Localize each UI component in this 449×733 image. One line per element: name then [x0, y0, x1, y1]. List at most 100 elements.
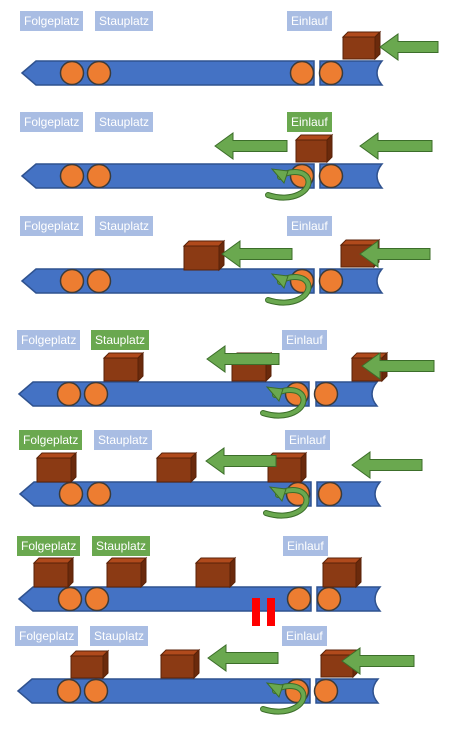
label-folgeplatz: Folgeplatz [17, 330, 81, 350]
roller [83, 381, 109, 407]
label-folgeplatz: Folgeplatz [17, 536, 81, 556]
label-stauplatz: Stauplatz [90, 626, 149, 646]
roller [56, 678, 82, 704]
roller [289, 60, 315, 86]
box-top [102, 352, 145, 359]
arrow-left-icon [207, 644, 279, 672]
roller [83, 678, 109, 704]
box [106, 562, 142, 588]
label-stauplatz: Stauplatz [92, 536, 151, 556]
label-einlauf: Einlauf [283, 536, 328, 556]
box-top [105, 557, 148, 564]
stop-bar [267, 598, 275, 626]
turn-arrow-head [270, 273, 289, 289]
box-side [229, 556, 236, 589]
box [160, 654, 195, 679]
label-stauplatz: Stauplatz [95, 112, 154, 132]
box-top [182, 240, 226, 247]
label-folgeplatz: Folgeplatz [20, 11, 84, 31]
box [342, 36, 376, 60]
box [295, 139, 328, 163]
arrow-left-icon [341, 647, 415, 675]
roller [58, 481, 84, 507]
box-top [194, 557, 237, 564]
box [36, 457, 72, 483]
roller [318, 60, 344, 86]
box-top [35, 452, 78, 459]
roller [84, 586, 110, 612]
box [156, 457, 192, 483]
label-einlauf: Einlauf [287, 11, 332, 31]
box-top [32, 557, 75, 564]
roller [313, 678, 339, 704]
box-side [326, 133, 333, 164]
label-stauplatz: Stauplatz [95, 11, 154, 31]
arrow-left-icon [214, 132, 288, 160]
label-folgeplatz: Folgeplatz [20, 216, 84, 236]
arrow-left-icon [359, 132, 433, 160]
roller [318, 163, 344, 189]
box-side [137, 351, 144, 383]
roller [317, 481, 343, 507]
roller [86, 163, 112, 189]
box-side [102, 649, 109, 680]
roller [313, 381, 339, 407]
box [70, 655, 104, 679]
label-stauplatz: Stauplatz [94, 430, 153, 450]
label-einlauf: Einlauf [287, 216, 332, 236]
turn-arrow-head [265, 682, 284, 698]
label-einlauf: Einlauf [287, 112, 332, 132]
box-side [300, 451, 307, 484]
roller [318, 268, 344, 294]
label-stauplatz: Stauplatz [95, 216, 154, 236]
box [33, 562, 69, 588]
arrow-left-icon [379, 33, 439, 61]
box-side [190, 451, 197, 484]
arrow-left-icon [205, 447, 277, 475]
box [183, 245, 220, 271]
label-folgeplatz: Folgeplatz [15, 626, 79, 646]
box-top [350, 352, 389, 359]
arrow-left-icon [221, 240, 293, 268]
roller [57, 586, 83, 612]
box-top [294, 134, 334, 141]
turn-arrow-head [265, 386, 284, 402]
roller [86, 268, 112, 294]
box-side [70, 451, 77, 484]
arrow-left-icon [206, 345, 280, 373]
turn-arrow-head [268, 486, 287, 502]
label-folgeplatz: Folgeplatz [19, 430, 83, 450]
roller [59, 163, 85, 189]
box [103, 357, 139, 382]
label-einlauf: Einlauf [282, 626, 327, 646]
roller [86, 481, 112, 507]
label-folgeplatz: Folgeplatz [20, 112, 84, 132]
roller [286, 586, 312, 612]
box [195, 562, 231, 588]
arrow-left-icon [359, 240, 431, 268]
box-side [374, 30, 381, 61]
roller [56, 381, 82, 407]
box-side [140, 556, 147, 589]
label-einlauf: Einlauf [282, 330, 327, 350]
arrow-left-icon [351, 451, 423, 479]
box-top [155, 452, 198, 459]
box-side [355, 556, 362, 589]
roller [59, 60, 85, 86]
box [322, 562, 357, 588]
arrow-left-icon [361, 352, 435, 380]
box-top [341, 31, 382, 38]
roller [316, 586, 342, 612]
label-stauplatz: Stauplatz [91, 330, 150, 350]
box-side [193, 648, 200, 680]
box-top [321, 557, 363, 564]
box-top [159, 649, 201, 656]
stop-bar [252, 598, 260, 626]
roller [59, 268, 85, 294]
roller [86, 60, 112, 86]
label-einlauf: Einlauf [285, 430, 330, 450]
turn-arrow-head [270, 168, 289, 184]
box-top [69, 650, 110, 657]
